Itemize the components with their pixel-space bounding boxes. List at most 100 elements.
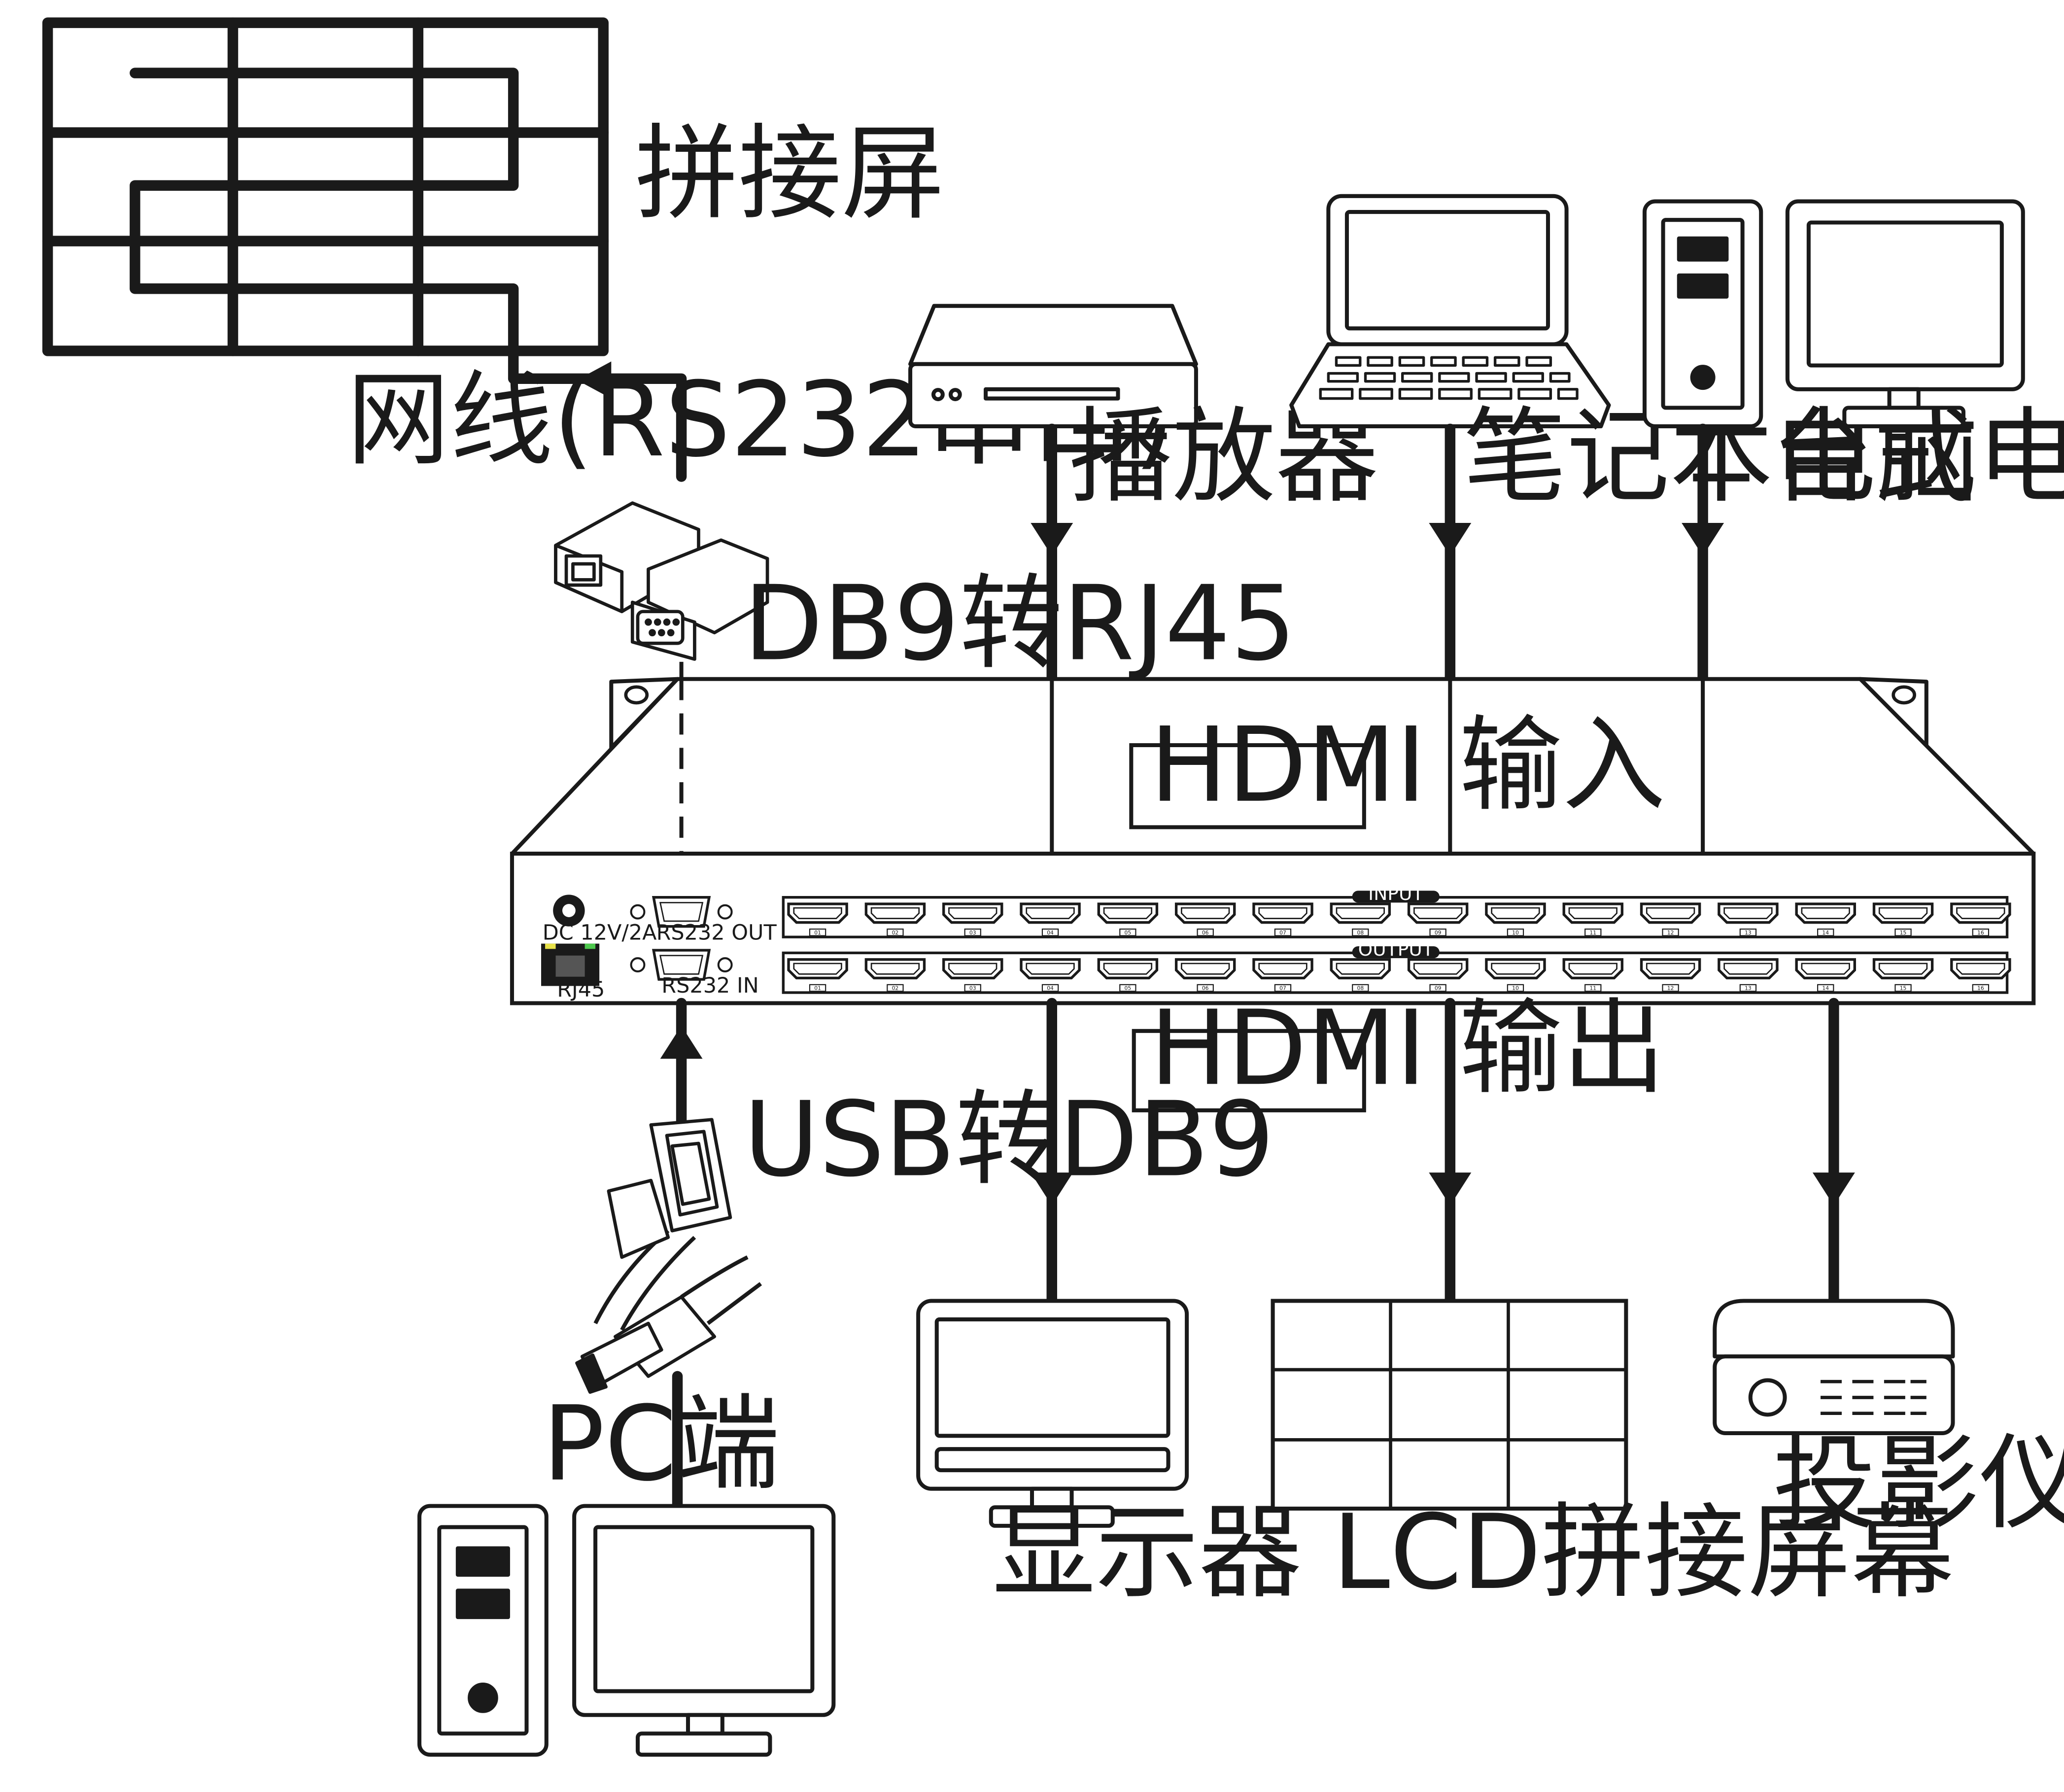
- output-hdmi-port: [1485, 958, 1546, 980]
- input-port-number: 16: [1977, 930, 1984, 936]
- input-port-number-tag: [1739, 929, 1757, 936]
- output-port-number-tag: [1041, 984, 1059, 992]
- arrow-into-wall: [577, 361, 612, 399]
- output-hdmi-port-inner: [1413, 963, 1463, 975]
- input-port-number: 15: [1900, 930, 1907, 936]
- output-hdmi-port-inner: [1181, 963, 1230, 975]
- input-hdmi-port-inner: [1413, 907, 1463, 919]
- input-port-number-tag: [1817, 929, 1834, 936]
- input-port-number: 14: [1822, 930, 1829, 936]
- media-player-icon: [908, 304, 1198, 428]
- output-port-number-tag: [1274, 984, 1292, 992]
- output-port-number: 07: [1279, 985, 1286, 992]
- output-pill: [1352, 946, 1440, 959]
- output-hdmi-port: [864, 958, 926, 980]
- input-hdmi-port: [1330, 902, 1391, 924]
- input-hdmi-port-inner: [1026, 907, 1075, 919]
- output-port-number-tag: [1662, 984, 1679, 992]
- output-arrows: [1031, 998, 1855, 1305]
- output-port-number: 09: [1435, 985, 1442, 992]
- output-hdmi-port-inner: [1026, 963, 1075, 975]
- input-hdmi-port: [1872, 902, 1934, 924]
- input-hdmi-port-inner: [1878, 907, 1928, 919]
- input-hdmi-port-inner: [1258, 907, 1307, 919]
- output-hdmi-port: [1950, 958, 2011, 980]
- output-hdmi-port-inner: [1956, 963, 2005, 975]
- output-port-number-tag: [1507, 984, 1524, 992]
- input-hdmi-port: [1097, 902, 1159, 924]
- input-hdmi-port: [1562, 902, 1624, 924]
- video-wall-top: [42, 17, 687, 482]
- input-hdmi-port-inner: [1336, 907, 1385, 919]
- input-port-number: 08: [1357, 930, 1364, 936]
- output-port-number-tag: [809, 984, 826, 992]
- output-port-number-tag: [1817, 984, 1834, 992]
- output-hdmi-port: [1252, 958, 1313, 980]
- input-hdmi-port-inner: [870, 907, 920, 919]
- output-hdmi-port-inner: [793, 963, 842, 975]
- output-port-number: 10: [1512, 985, 1519, 992]
- input-port-number: 11: [1589, 930, 1596, 936]
- input-port-number-tag: [1041, 929, 1059, 936]
- output-port-number: 02: [892, 985, 899, 992]
- output-hdmi-port-inner: [1878, 963, 1928, 975]
- output-port-number-tag: [1584, 984, 1602, 992]
- input-hdmi-port-inner: [1723, 907, 1773, 919]
- rj45-port-icon: [541, 943, 600, 986]
- input-hdmi-port-inner: [1103, 907, 1153, 919]
- hdmi-output-label: HDMI 输出: [1150, 989, 1665, 1108]
- input-pill-label: INPUT: [1368, 883, 1424, 904]
- desktop-label: 台式电脑: [1770, 397, 2064, 517]
- desktop-computer-icon: [1642, 199, 2025, 428]
- input-hdmi-port: [1020, 902, 1081, 924]
- input-hdmi-port: [942, 902, 1003, 924]
- projector-label: 投影仪: [1773, 1424, 2064, 1544]
- output-hdmi-port-inner: [1258, 963, 1307, 975]
- input-port-number: 05: [1125, 930, 1132, 936]
- output-hdmi-port-inner: [1568, 963, 1617, 975]
- output-port-number-tag: [1197, 984, 1214, 992]
- input-hdmi-port: [787, 902, 848, 924]
- input-hdmi-port: [1718, 902, 1779, 924]
- output-pill-label: OUTPUT: [1358, 938, 1434, 960]
- db9-to-rj45-adapter-icon: [554, 501, 769, 661]
- rj45-label: RJ45: [557, 977, 605, 1002]
- output-port-number-tag: [1429, 984, 1446, 992]
- input-port-number-tag: [887, 929, 904, 936]
- input-hdmi-port: [1407, 902, 1469, 924]
- output-hdmi-port: [1718, 958, 1779, 980]
- input-port-number: 04: [1047, 930, 1054, 936]
- input-port-number-tag: [1584, 929, 1602, 936]
- input-hdmi-port-inner: [1801, 907, 1850, 919]
- input-port-number-tag: [1197, 929, 1214, 936]
- db9-to-rj45-label: DB9转RJ45: [744, 564, 1296, 684]
- input-hdmi-port-inner: [948, 907, 998, 919]
- input-port-number-tag: [809, 929, 826, 936]
- input-hdmi-port: [1252, 902, 1313, 924]
- output-hdmi-port-inner: [1336, 963, 1385, 975]
- output-port-number-tag: [1739, 984, 1757, 992]
- output-hdmi-port-inner: [1491, 963, 1540, 975]
- output-hdmi-port: [1407, 958, 1469, 980]
- output-port-number: 13: [1745, 985, 1752, 992]
- input-port-number-tag: [1119, 929, 1136, 936]
- output-hdmi-port: [942, 958, 1003, 980]
- output-hdmi-port-inner: [1801, 963, 1850, 975]
- input-hdmi-port-inner: [793, 907, 842, 919]
- pc-computer-icon: [417, 1504, 836, 1757]
- input-hdmi-port: [864, 902, 926, 924]
- input-hdmi-port: [1640, 902, 1701, 924]
- output-hdmi-port-inner: [1646, 963, 1695, 975]
- output-hdmi-port: [1640, 958, 1701, 980]
- power-jack-icon: [553, 895, 585, 927]
- input-port-number-tag: [1662, 929, 1679, 936]
- output-port-number: 08: [1357, 985, 1364, 992]
- output-port-number-tag: [1972, 984, 1990, 992]
- output-hdmi-port-inner: [1103, 963, 1153, 975]
- input-hdmi-port-inner: [1181, 907, 1230, 919]
- input-port-number-tag: [1274, 929, 1292, 936]
- output-hdmi-port: [1097, 958, 1159, 980]
- output-port-number-tag: [887, 984, 904, 992]
- output-hdmi-port: [787, 958, 848, 980]
